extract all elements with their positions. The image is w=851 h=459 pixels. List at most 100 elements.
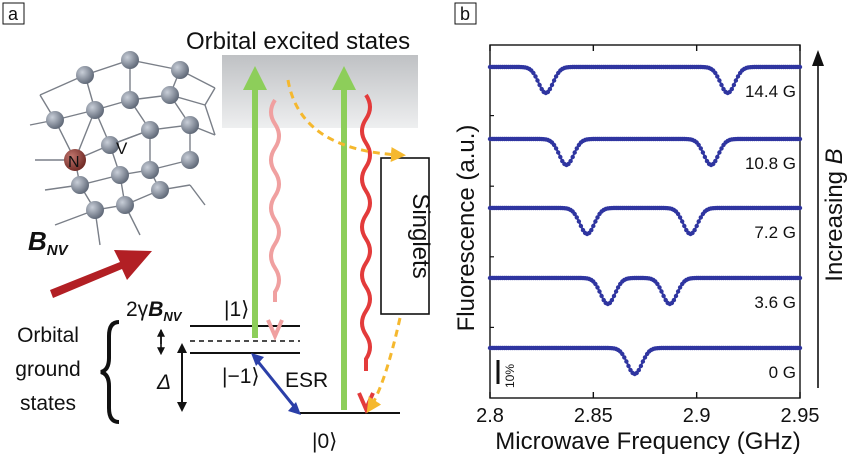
- series-label: 7.2 G: [754, 223, 796, 242]
- data-point: [549, 82, 555, 88]
- data-point: [572, 211, 577, 217]
- series-label: 0 G: [769, 363, 796, 382]
- panel-a-tag-box: [2, 2, 25, 25]
- carbon-atom: [141, 121, 159, 139]
- data-point: [613, 289, 619, 294]
- data-point: [640, 359, 646, 364]
- data-point: [609, 297, 615, 303]
- data-point: [797, 345, 803, 351]
- data-point: [797, 275, 803, 281]
- singlets-label: Singlets: [407, 193, 434, 278]
- data-point: [733, 78, 739, 83]
- data-point: [731, 82, 737, 88]
- esr-arrowhead: [288, 402, 301, 415]
- data-point: [535, 78, 540, 83]
- data-point: [692, 227, 697, 233]
- data-point: [661, 293, 666, 299]
- data-point: [700, 150, 706, 155]
- ground-label-line: ground: [15, 358, 80, 381]
- data-point: [682, 223, 687, 229]
- data-point: [717, 78, 722, 83]
- data-point: [553, 74, 559, 79]
- ground-label-line: states: [20, 392, 76, 415]
- zeeman-label: 2γBNV: [126, 298, 183, 324]
- data-point: [589, 227, 594, 233]
- x-tick-label: 2.8: [476, 405, 504, 427]
- data-point: [657, 285, 662, 290]
- data-point: [713, 70, 718, 76]
- data-point: [675, 289, 681, 294]
- data-point: [578, 223, 584, 229]
- data-point: [574, 215, 579, 220]
- ket-zero: |0⟩: [312, 430, 337, 453]
- emission-wave-pink: [269, 98, 281, 302]
- data-point: [576, 219, 582, 224]
- carbon-atom: [116, 196, 134, 214]
- data-point: [673, 293, 679, 299]
- data-point: [558, 154, 563, 160]
- esr-arrow: [253, 357, 299, 411]
- data-point: [680, 219, 685, 224]
- emission-arrowhead: [357, 392, 375, 414]
- series-label: 3.6 G: [754, 293, 796, 312]
- esr-label: ESR: [285, 369, 328, 392]
- nitrogen-label: N: [68, 154, 80, 171]
- lattice-atoms: [46, 51, 199, 219]
- series-label: 14.4 G: [745, 82, 796, 101]
- data-point: [551, 78, 557, 83]
- carbon-atom: [71, 176, 89, 194]
- data-point: [719, 82, 724, 88]
- increasing-label: Increasing B: [821, 148, 848, 281]
- data-point: [574, 146, 579, 151]
- nitrogen-atom: [64, 149, 86, 171]
- data-point: [547, 86, 553, 92]
- data-point: [531, 70, 536, 76]
- data-point: [593, 281, 598, 287]
- data-point: [533, 74, 538, 79]
- data-point: [696, 142, 701, 148]
- data-point: [611, 293, 617, 299]
- ket-minus1: |−1⟩: [222, 365, 260, 388]
- data-point: [655, 281, 660, 287]
- data-point: [797, 205, 803, 211]
- data-point: [622, 355, 627, 360]
- carbon-atom: [121, 91, 139, 109]
- data-point: [568, 158, 573, 164]
- data-point: [570, 154, 575, 160]
- data-point: [671, 297, 677, 303]
- data-point: [572, 150, 577, 155]
- data-point: [615, 285, 621, 290]
- carbon-atom: [121, 51, 139, 69]
- data-point: [626, 363, 631, 369]
- data-point: [713, 158, 718, 164]
- ground-label-line: Orbital: [17, 324, 79, 347]
- data-point: [696, 219, 701, 224]
- data-point: [797, 136, 803, 142]
- data-point: [675, 211, 681, 217]
- bfield-label: BNV: [28, 226, 70, 259]
- carbon-atom: [181, 151, 199, 169]
- data-point: [593, 219, 598, 224]
- data-point: [551, 142, 557, 148]
- emission-wave-red: [360, 93, 372, 371]
- carbon-atom: [101, 136, 119, 154]
- data-point: [595, 215, 600, 220]
- data-point: [698, 215, 703, 220]
- scale-bar-label: 10%: [503, 364, 517, 388]
- carbon-atom: [111, 166, 129, 184]
- data-point: [537, 82, 542, 88]
- carbon-atom: [181, 116, 199, 134]
- data-point: [677, 215, 683, 220]
- ground-states-brace: [100, 320, 120, 424]
- data-point: [698, 146, 703, 151]
- data-point: [556, 150, 561, 155]
- data-point: [636, 367, 641, 373]
- panel-b-tag-box: [454, 2, 477, 25]
- x-axis-label: Microwave Frequency (GHz): [495, 428, 800, 455]
- plot-frame: [489, 44, 801, 399]
- data-point: [729, 86, 734, 92]
- emission-arrowhead: [266, 319, 284, 341]
- data-point: [735, 74, 741, 79]
